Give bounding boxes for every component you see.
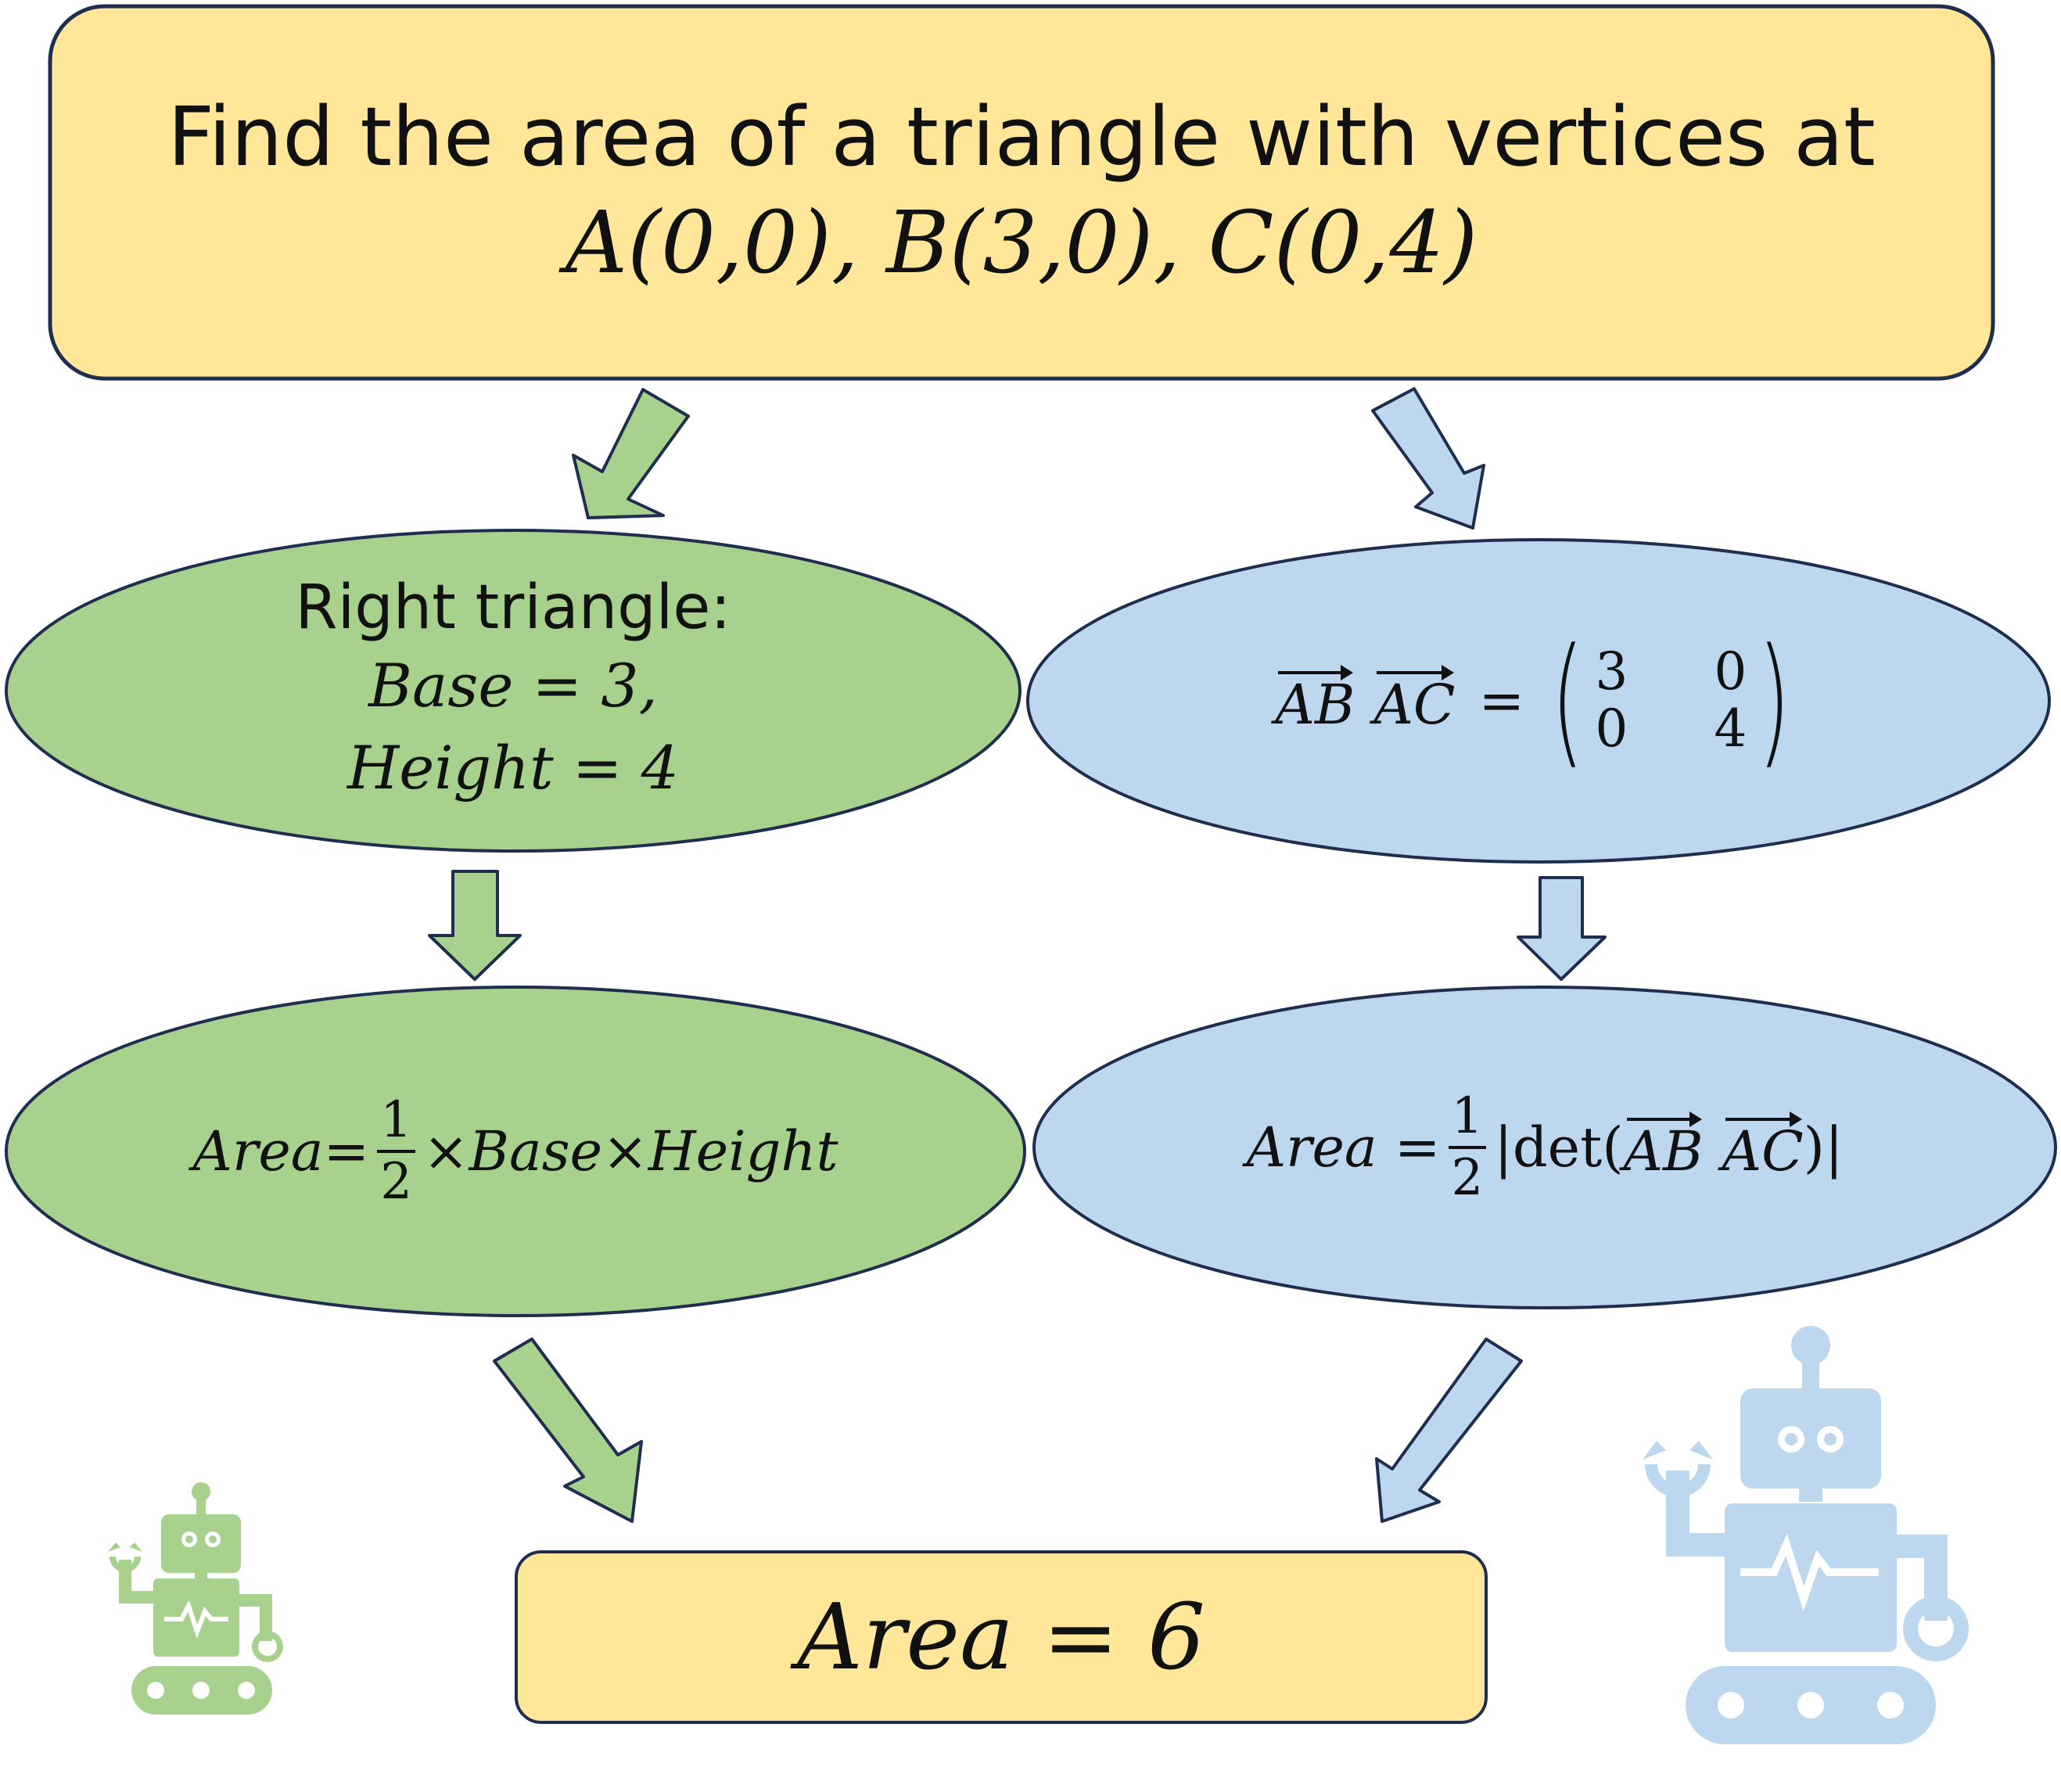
formula-lhs: Area = xyxy=(1246,1115,1441,1180)
question-line2: A(0,0), B(3,0), C(0,4) xyxy=(565,192,1478,293)
fraction-numerator: 1 xyxy=(1451,1086,1484,1145)
determinant-area-formula: Area = 1 2 |det( AB AC )| xyxy=(1246,1090,1843,1205)
left-mid-ellipse xyxy=(5,986,1026,1317)
matrix-entry: 0 xyxy=(1714,641,1747,702)
left-mid-text: Area= 1 2 ×Base×Height xyxy=(6,987,1025,1316)
triangle-area-formula: Area= 1 2 ×Base×Height xyxy=(192,1094,838,1208)
right-top-text: AB AC = ( 3 0 0 4 ) xyxy=(1028,540,2049,862)
matrix-entries: 3 0 0 4 xyxy=(1595,644,1747,757)
right-mid-ellipse xyxy=(1032,986,2057,1309)
result-text-block: Area = 6 xyxy=(516,1552,1486,1722)
arrow-right-down xyxy=(1517,876,1607,981)
left-top-text: Right triangle: Base = 3, Height = 4 xyxy=(6,530,1020,851)
left-top-ellipse xyxy=(5,529,1022,853)
result-box xyxy=(515,1550,1488,1724)
vector-ab: AB xyxy=(1275,665,1355,737)
vector-ab: AB xyxy=(1624,1111,1704,1183)
arrow-question-to-left xyxy=(572,388,690,519)
right-top-ellipse xyxy=(1026,538,2051,864)
matrix-entry: 4 xyxy=(1714,698,1747,759)
base-value: Base = 3, xyxy=(368,650,658,720)
question-text-block: Find the area of a triangle with vertice… xyxy=(50,6,1993,379)
result-equation: Area = 6 xyxy=(797,1584,1205,1690)
question-box xyxy=(48,4,1995,381)
det-open: |det( xyxy=(1494,1115,1624,1180)
matrix-entry: 3 xyxy=(1595,641,1628,702)
arrow-left-to-result xyxy=(493,1338,643,1523)
det-close: )| xyxy=(1803,1115,1844,1180)
robot-icon-large-blue xyxy=(1643,1326,1969,1744)
robot-icon-small-green xyxy=(108,1482,283,1715)
right-mid-text: Area = 1 2 |det( AB AC )| xyxy=(1034,987,2056,1308)
equals-sign: = xyxy=(1478,669,1525,733)
fraction-one-half: 1 2 xyxy=(377,1094,415,1208)
height-value: Height = 4 xyxy=(346,732,680,803)
formula-rhs: ×Base×Height xyxy=(422,1119,838,1183)
arrow-right-to-result xyxy=(1375,1338,1523,1523)
vector-ac: AC xyxy=(1373,665,1456,737)
fraction-denominator: 2 xyxy=(380,1153,412,1211)
arrow-left-down xyxy=(428,870,522,981)
matrix: ( 3 0 0 4 ) xyxy=(1551,619,1791,782)
formula-lhs: Area= xyxy=(192,1119,370,1183)
vector-matrix-equation: AB AC = ( 3 0 0 4 ) xyxy=(1275,630,1801,771)
fraction-numerator: 1 xyxy=(380,1090,412,1149)
arrow-question-to-right xyxy=(1371,387,1485,530)
question-line1: Find the area of a triangle with vertice… xyxy=(167,89,1876,185)
fraction-one-half: 1 2 xyxy=(1448,1086,1487,1207)
matrix-entry: 0 xyxy=(1595,698,1628,759)
vector-ac: AC xyxy=(1722,1111,1804,1183)
fraction-denominator: 2 xyxy=(1451,1149,1484,1207)
right-triangle-heading: Right triangle: xyxy=(295,573,731,644)
